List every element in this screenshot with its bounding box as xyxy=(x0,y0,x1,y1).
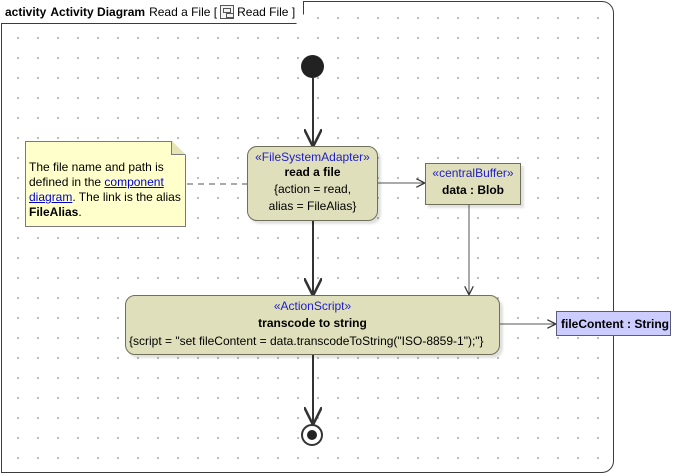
transcode-to-string-name: transcode to string xyxy=(258,316,367,330)
frame-keyword: activity xyxy=(5,5,47,19)
note-text-before: The file name and path is defined in the xyxy=(29,160,164,189)
diagram-frame xyxy=(1,1,614,473)
transcode-script-property: {script = "set fileContent = data.transc… xyxy=(129,334,484,348)
frame-activity-name: Read a File xyxy=(149,5,211,19)
comment-note[interactable]: The file name and path is defined in the… xyxy=(25,141,186,227)
note-folded-corner xyxy=(171,141,185,155)
frame-kind: Activity Diagram xyxy=(50,5,146,19)
note-text-middle: . The link is the alias xyxy=(72,190,181,204)
central-buffer-name: data : Blob xyxy=(442,183,504,197)
read-file-prop-line-2: alias = FileAlias} xyxy=(268,199,357,213)
activity-final-node[interactable] xyxy=(301,424,323,446)
component-diagram-link[interactable]: component diagram xyxy=(29,175,164,204)
initial-node[interactable] xyxy=(301,55,324,78)
file-system-adapter-stereotype: «FileSystemAdapter» xyxy=(255,150,370,164)
central-buffer-node[interactable]: «centralBuffer» data : Blob xyxy=(425,163,521,205)
file-content-output-pin[interactable]: fileContent : String xyxy=(556,311,671,336)
note-text-end: . xyxy=(78,205,82,219)
read-a-file-action[interactable]: «FileSystemAdapter» read a file {action … xyxy=(247,146,378,221)
frame-diagram-ref[interactable]: Read File xyxy=(237,5,289,19)
transcode-to-string-action[interactable]: «ActionScript» transcode to string {scri… xyxy=(125,295,500,355)
frame-header: activity Activity Diagram Read a File [ … xyxy=(1,1,304,24)
central-buffer-stereotype: «centralBuffer» xyxy=(432,166,514,180)
action-script-stereotype: «ActionScript» xyxy=(273,299,352,313)
read-file-prop-line-1: {action = read, xyxy=(273,182,352,196)
note-alias: FileAlias xyxy=(29,205,79,219)
diagram-icon xyxy=(220,5,234,19)
read-a-file-name: read a file xyxy=(284,165,341,179)
frame-bracket-close: ] xyxy=(291,5,296,19)
frame-bracket-open: [ xyxy=(213,5,218,19)
